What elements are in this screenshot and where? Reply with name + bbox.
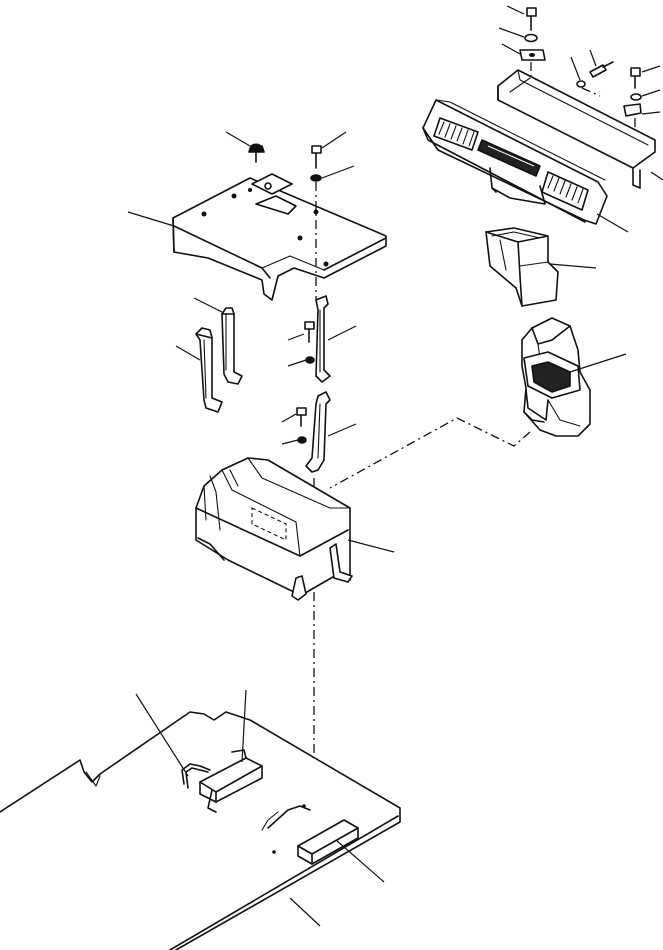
floor-mount-left: [199, 689, 263, 813]
support-bracket-center-lower: [281, 391, 357, 473]
pipe-clamp: [135, 693, 211, 789]
air-duct-elbow: [521, 317, 627, 437]
bolt-side: [570, 49, 614, 88]
bolt-cover-right: [310, 131, 355, 182]
support-bracket-right: [193, 297, 243, 385]
clip-top-right: [501, 43, 546, 61]
air-duct-upper: [485, 227, 597, 307]
support-bracket-left: [175, 327, 223, 413]
dashboard-air-vent: [422, 99, 629, 233]
washer-top-right: [498, 27, 538, 43]
floor-mount-right: [261, 804, 385, 883]
floor-plate: [0, 711, 401, 950]
bolt-right-edge: [623, 65, 661, 117]
support-bracket-center-upper: [287, 295, 357, 383]
bolt-cover-left: [225, 131, 265, 163]
bolt-top-right: [506, 5, 537, 31]
air-vent-bracket: [497, 69, 663, 189]
heater-unit: [195, 457, 395, 601]
cover-plate: [127, 173, 387, 301]
